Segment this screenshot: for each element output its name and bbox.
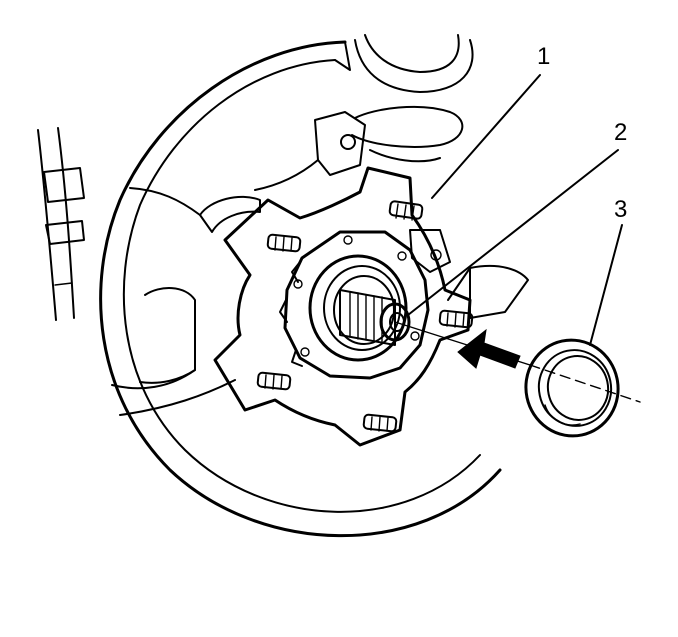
callouts: 1 2 3 — [537, 43, 627, 223]
wheel-stud — [256, 371, 292, 391]
hub-seal — [524, 338, 620, 438]
wheel-studs — [256, 200, 474, 433]
leader-line-3 — [589, 224, 623, 346]
wheel-stud — [362, 413, 398, 433]
wheel-stud — [388, 200, 424, 221]
drive-axle-shaft — [339, 289, 411, 346]
dust-shield — [99, 40, 502, 538]
callout-1: 1 — [537, 43, 550, 70]
brake-hose — [37, 127, 85, 321]
leader-line-2 — [407, 149, 619, 316]
callout-3: 3 — [614, 196, 627, 223]
callout-2: 2 — [614, 119, 627, 146]
wheel-stud — [438, 309, 474, 329]
wheel-stud — [266, 233, 302, 253]
leader-line-1 — [431, 74, 541, 199]
install-direction-arrow — [457, 328, 521, 369]
wheel-bearing — [279, 230, 430, 380]
dust-shield-tab — [447, 264, 529, 319]
hub-flange — [213, 166, 472, 447]
suspension-components — [254, 34, 474, 273]
leader-lines — [407, 74, 623, 346]
